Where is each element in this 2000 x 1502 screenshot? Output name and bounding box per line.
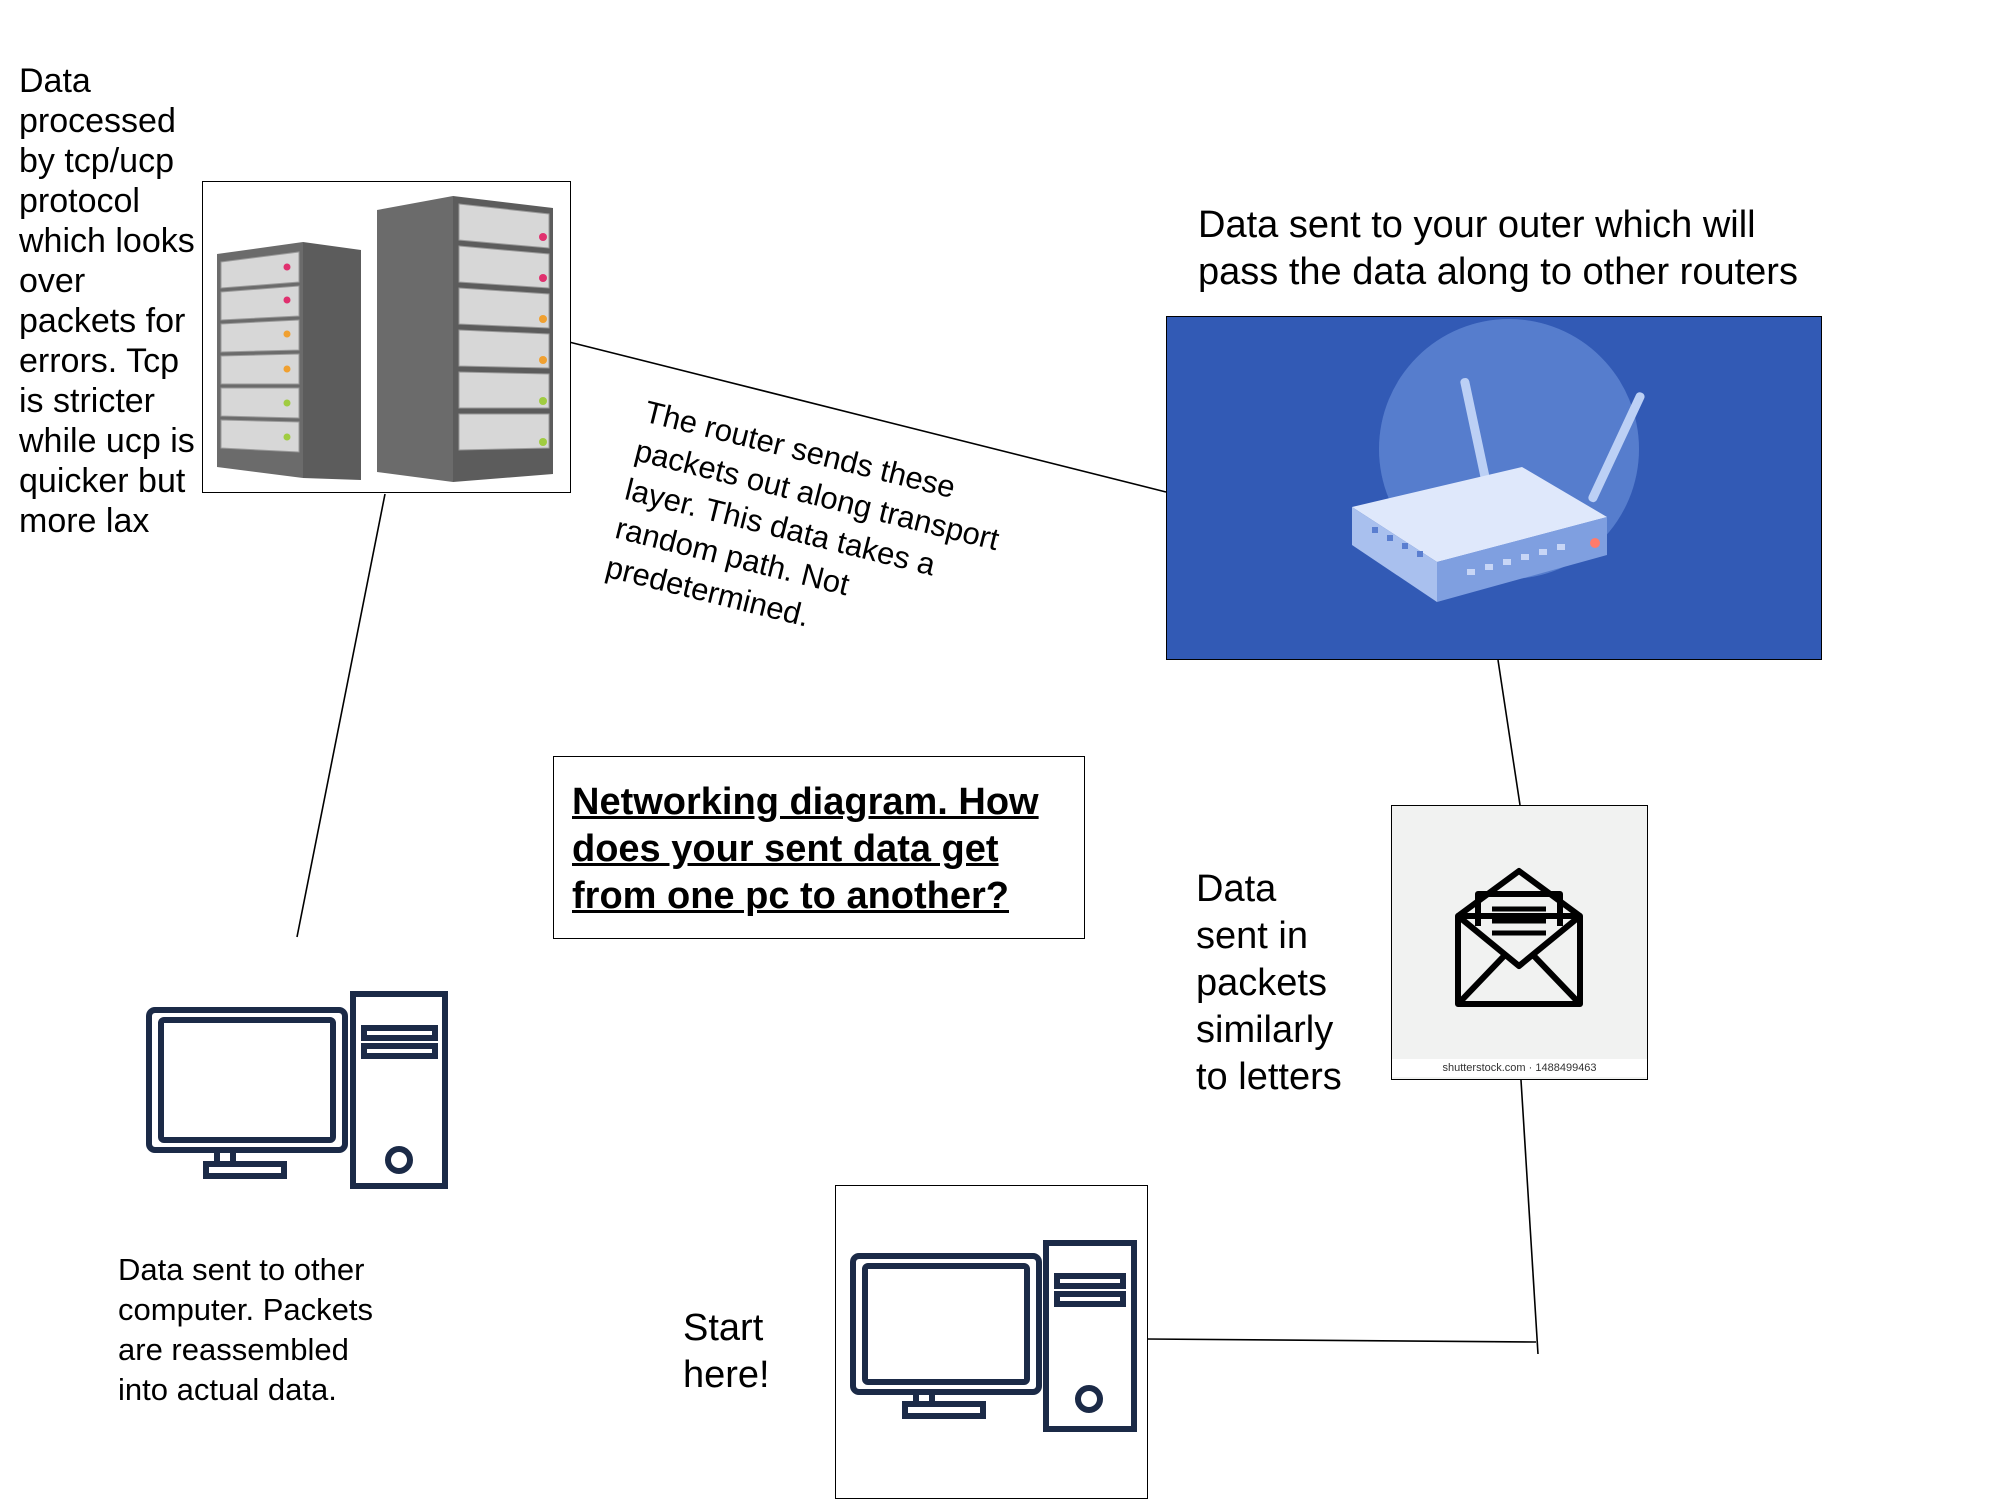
dest-pc-node: [145, 990, 455, 1190]
router-label: Data sent to your outer which will pass …: [1198, 204, 1798, 293]
envelope-node: shutterstock.com · 1488499463: [1391, 805, 1648, 1080]
desktop-computer-icon: [850, 1240, 1137, 1432]
envelope-watermark: shutterstock.com · 1488499463: [1392, 1059, 1647, 1077]
edge-junction-startpc: [1145, 1338, 1537, 1343]
envelope-label: Data sent in packets similarly to letter…: [1196, 868, 1342, 1098]
page-title: Networking diagram. How does your sent d…: [572, 781, 1039, 917]
router-node: [1166, 316, 1822, 660]
title-box: Networking diagram. How does your sent d…: [553, 756, 1085, 939]
edge-server-destpc: [296, 493, 386, 938]
server-rack-icon: [217, 196, 553, 482]
start-pc-node: [835, 1185, 1148, 1499]
edge-envelope-junction: [1520, 1079, 1539, 1355]
edge-router-envelope: [1497, 659, 1521, 806]
open-envelope-icon: [1455, 868, 1583, 1007]
dest-pc-label: Data sent to other computer. Packets are…: [118, 1252, 374, 1407]
wifi-router-icon: [1352, 319, 1645, 602]
edge-server-router: [564, 340, 1167, 493]
desktop-computer-icon: [146, 991, 448, 1189]
start-pc-label: Start here!: [683, 1307, 770, 1396]
server-label: Data processed by tcp/ucp protocol which…: [19, 62, 195, 540]
server-node: [202, 181, 571, 493]
